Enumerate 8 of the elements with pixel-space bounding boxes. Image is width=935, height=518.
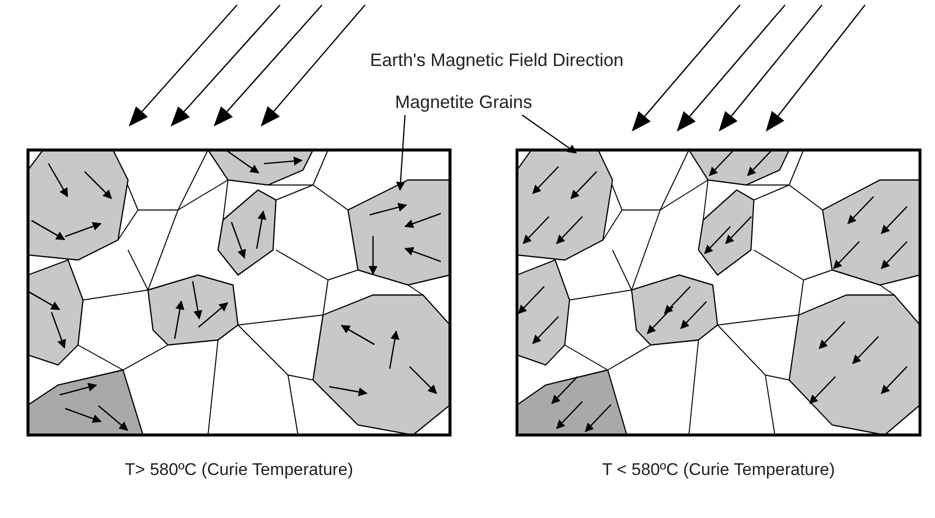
magnetite-grain [347,179,451,286]
magnetite-grain [516,149,614,261]
temperature-caption: T < 580ºC (Curie Temperature) [602,460,835,479]
temperature-caption: T> 580ºC (Curie Temperature) [124,460,354,479]
field-direction-label: Earth's Magnetic Field Direction [370,50,624,71]
leader-line [396,114,406,191]
leader-line [522,114,577,154]
grains-label: Magnetite Grains [395,92,532,113]
